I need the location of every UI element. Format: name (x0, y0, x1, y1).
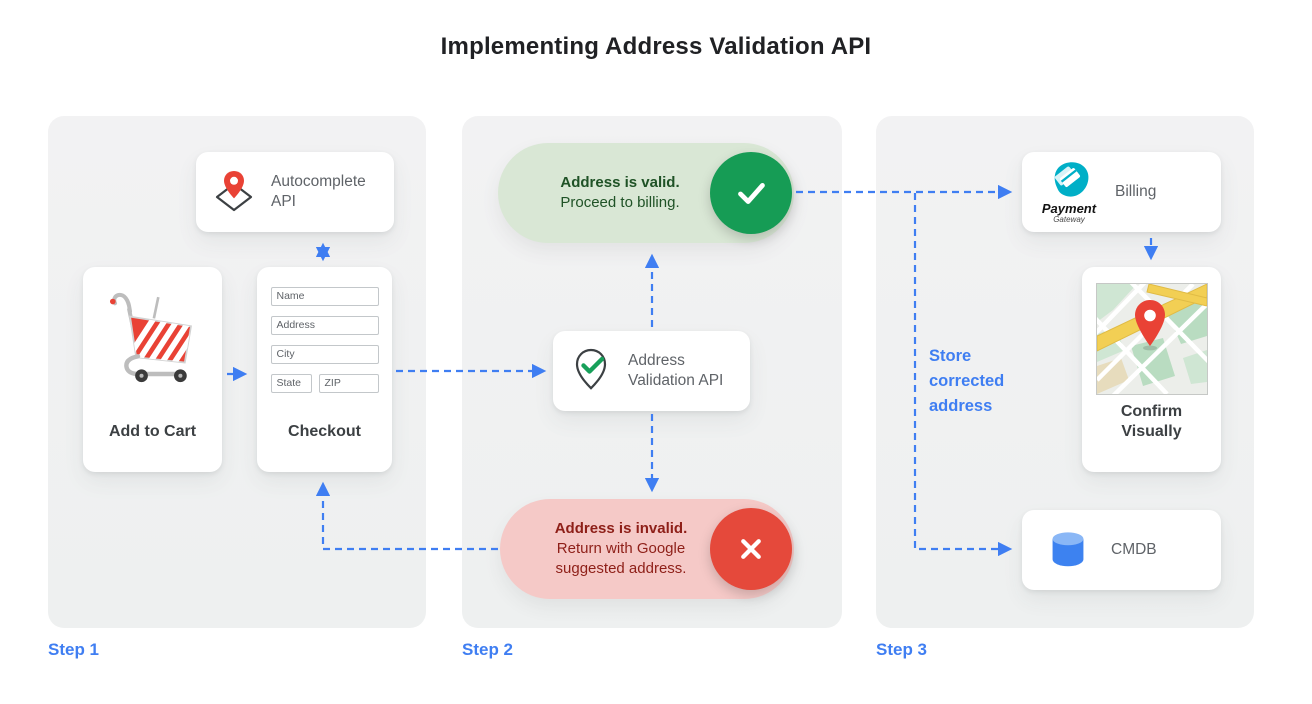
checkout-field-address: Address (270, 316, 379, 335)
valid-pill-title: Address is valid. (560, 174, 680, 192)
cmdb-label: CMDB (1111, 540, 1157, 558)
checkout-field-state: State (270, 374, 312, 393)
cmdb-card: CMDB (1022, 510, 1221, 590)
step-1-label: Step 1 (48, 640, 100, 659)
address-invalid-pill: Address is invalid. Return with Google s… (500, 499, 794, 599)
autocomplete-api-card: Autocomplete API (196, 152, 394, 232)
x-icon (733, 531, 769, 567)
shopping-cart-icon (100, 283, 206, 389)
store-corrected-address-note: Store corrected address (929, 347, 1005, 415)
checkout-field-zip: ZIP (318, 374, 379, 393)
address-validation-api-card: Address Validation API (553, 331, 750, 411)
add-to-cart-card: Add to Cart (83, 267, 222, 472)
check-icon (730, 172, 772, 214)
invalid-pill-body: Return with Google suggested address. (555, 540, 687, 577)
page-title: Implementing Address Validation API (440, 33, 872, 60)
map-thumbnail (1095, 283, 1208, 395)
map-pin-diamond-icon (210, 168, 258, 216)
payment-logo-title: Payment (1041, 201, 1097, 217)
invalid-status-circle (710, 508, 792, 590)
database-icon (1044, 527, 1092, 573)
checkout-field-city: City (270, 345, 379, 364)
confirm-visually-label: Confirm Visually (1120, 403, 1183, 440)
checkout-field-name: Name (270, 287, 379, 306)
checkout-label: Checkout (288, 423, 361, 440)
autocomplete-api-label: Autocomplete API (271, 172, 366, 210)
payment-gateway-logo: Payment Gateway (1036, 159, 1102, 225)
valid-status-circle (710, 152, 792, 234)
address-validation-api-label: Address Validation API (628, 351, 724, 389)
map-pin-check-icon (567, 347, 615, 395)
confirm-visually-card: Confirm Visually (1082, 267, 1221, 472)
step-3-label: Step 3 (876, 640, 928, 659)
billing-card: Payment Gateway Billing (1022, 152, 1221, 232)
valid-pill-body: Proceed to billing. (560, 194, 680, 211)
step-2-label: Step 2 (462, 640, 514, 659)
add-to-cart-label: Add to Cart (108, 423, 197, 440)
billing-label: Billing (1115, 182, 1157, 200)
invalid-pill-title: Address is invalid. (554, 520, 688, 538)
payment-logo-subtitle: Gateway (1053, 215, 1085, 225)
checkout-fields: Name Address City State ZIP (270, 287, 379, 393)
checkout-card: Name Address City State ZIP Checkout (257, 267, 392, 472)
address-valid-pill: Address is valid. Proceed to billing. (498, 143, 794, 243)
